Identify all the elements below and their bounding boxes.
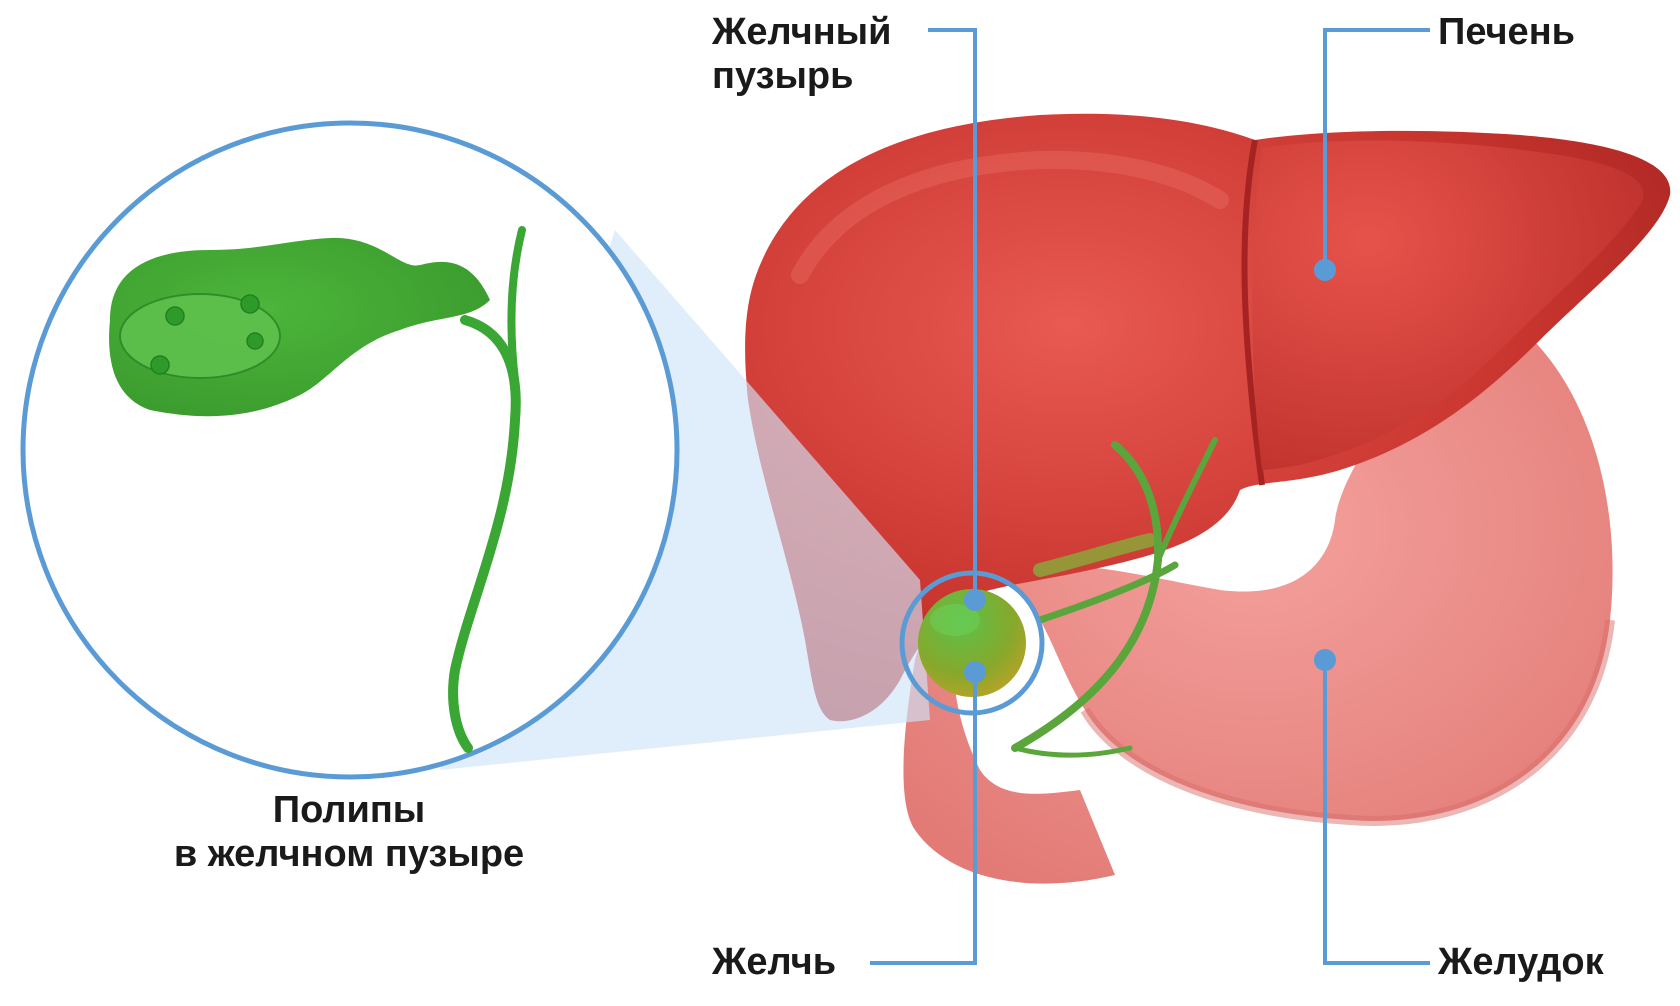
polyps xyxy=(150,294,264,375)
label-stomach: Желудок xyxy=(1438,941,1604,983)
label-polyps-line1: Полипы xyxy=(272,789,426,831)
label-polyps-line2: в желчном пузыре xyxy=(173,833,525,875)
leader-dots xyxy=(964,259,1336,683)
leader-liver xyxy=(1323,28,1430,270)
label-gallbladder: Желчный пузырь xyxy=(712,10,892,98)
gallbladder xyxy=(918,589,1026,697)
circle-marker-icon xyxy=(964,661,986,683)
magnified-view xyxy=(20,120,680,780)
leader-stomach xyxy=(1323,660,1430,965)
stomach xyxy=(903,290,1615,884)
bile-ducts xyxy=(1011,437,1218,758)
label-gallbladder-line2: пузырь xyxy=(712,55,854,97)
leader-lines xyxy=(870,28,1430,965)
label-bile: Желчь xyxy=(712,941,837,983)
circle-marker-icon xyxy=(1314,259,1336,281)
circle-marker-icon xyxy=(1314,649,1336,671)
label-liver: Печень xyxy=(1438,11,1576,53)
label-gallbladder-line1: Желчный xyxy=(712,11,892,53)
zoom-target-circle xyxy=(899,570,1045,716)
circle-marker-icon xyxy=(964,589,986,611)
leader-gallbladder xyxy=(928,28,977,600)
label-polyps: Полипы в желчном пузыре xyxy=(134,788,564,876)
leader-bile xyxy=(870,672,977,965)
